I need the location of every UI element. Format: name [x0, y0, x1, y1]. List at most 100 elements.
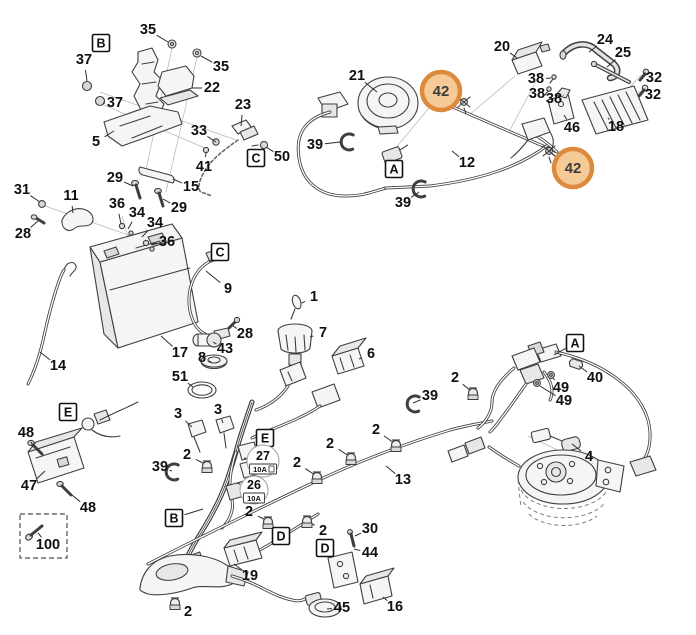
callout-36: 36 [109, 196, 125, 212]
leader-line [364, 81, 378, 93]
svg-text:D: D [276, 530, 285, 544]
cable-clip-glyph [201, 460, 213, 473]
callout-16: 16 [387, 599, 403, 615]
callout-38: 38 [546, 91, 562, 107]
callout-3: 3 [214, 402, 222, 418]
leader-line [160, 335, 173, 347]
leader-line [240, 114, 243, 127]
callout-28: 28 [237, 326, 253, 342]
leader-line [353, 548, 361, 552]
svg-text:42: 42 [433, 83, 450, 100]
callout-19: 19 [242, 568, 258, 584]
leader-line [212, 341, 217, 345]
callout-4: 4 [585, 449, 593, 465]
callout-5: 5 [92, 134, 100, 150]
leader-line [588, 45, 598, 53]
leader-line [30, 220, 39, 228]
leader-line [37, 532, 42, 538]
callout-39: 39 [422, 388, 438, 404]
leader-line [301, 301, 306, 304]
callout-28: 28 [15, 226, 31, 242]
clip-glyphs [169, 387, 479, 610]
screw-28a [30, 214, 46, 225]
leader-line [509, 52, 518, 59]
screw-100 [25, 524, 44, 541]
leader-line [233, 563, 243, 571]
svg-text:26: 26 [247, 478, 261, 492]
callout-51: 51 [172, 369, 188, 385]
leader-line [39, 351, 51, 361]
callout-43: 43 [217, 341, 233, 357]
callout-29: 29 [107, 170, 123, 186]
callout-37: 37 [76, 52, 92, 68]
ignition-switch-illustration [250, 294, 367, 440]
callout-32: 32 [646, 70, 662, 86]
svg-text:B: B [96, 37, 105, 51]
callout-2: 2 [451, 370, 459, 386]
flywheel-illustration [447, 436, 625, 526]
optional-part-box [19, 513, 68, 559]
leader-line [141, 229, 149, 238]
svg-text:E: E [64, 406, 72, 420]
screw-29-b [154, 187, 165, 208]
center-harness-illustration [180, 399, 259, 569]
cable-clip-glyph [262, 516, 274, 529]
callout-38: 38 [528, 71, 544, 87]
screw-32-b [637, 84, 649, 98]
leader-line [208, 360, 212, 363]
callout-36: 36 [159, 234, 175, 250]
svg-text:42: 42 [565, 160, 582, 177]
relay-group-illustration [327, 529, 395, 605]
letter-marker-B: B [91, 33, 111, 53]
letter-marker-E: E [255, 428, 275, 448]
leader-line [71, 205, 74, 214]
module-group-illustration [510, 41, 650, 159]
leader-line [410, 191, 420, 198]
rod-illustration [26, 261, 77, 386]
terminal-parts-illustration [187, 316, 241, 399]
svg-text:B: B [169, 512, 178, 526]
callout-2: 2 [293, 455, 301, 471]
screw-32-a [638, 68, 650, 82]
leader-line [118, 213, 122, 225]
leader-line [205, 270, 221, 284]
horn-illustration [296, 76, 419, 198]
cable-clip-glyph [311, 471, 323, 484]
leader-line [204, 152, 207, 158]
callout-48: 48 [18, 425, 34, 441]
callout-34: 34 [129, 205, 145, 221]
fuse-rating: 10A [253, 465, 267, 474]
leader-line [460, 98, 463, 101]
screw-28b [227, 316, 241, 330]
callout-38: 38 [529, 86, 545, 102]
leader-line [606, 59, 616, 68]
callout-2: 2 [372, 422, 380, 438]
callout-23: 23 [235, 97, 251, 113]
leader-line [232, 325, 237, 329]
callout-39: 39 [395, 195, 411, 211]
leader-line [104, 130, 115, 138]
leader-line [30, 195, 41, 203]
leader-line [221, 419, 224, 424]
leader-line [382, 596, 388, 601]
callout-30: 30 [362, 521, 378, 537]
callout-47: 47 [21, 478, 37, 494]
callout-2: 2 [326, 436, 334, 452]
leader-line [607, 117, 610, 120]
callout-34: 34 [147, 215, 163, 231]
leader-line [571, 443, 582, 452]
battery-hardware-illustration [30, 200, 155, 252]
callout-2: 2 [245, 504, 253, 520]
leader-line [207, 136, 217, 143]
letter-marker-E: E [58, 402, 78, 422]
callout-48: 48 [80, 500, 96, 516]
cable-clip-glyph [301, 515, 313, 528]
callout-49: 49 [553, 380, 569, 396]
callout-11: 11 [63, 188, 78, 204]
callout-2: 2 [183, 447, 191, 463]
callout-33: 33 [191, 123, 207, 139]
callout-15: 15 [183, 179, 199, 195]
